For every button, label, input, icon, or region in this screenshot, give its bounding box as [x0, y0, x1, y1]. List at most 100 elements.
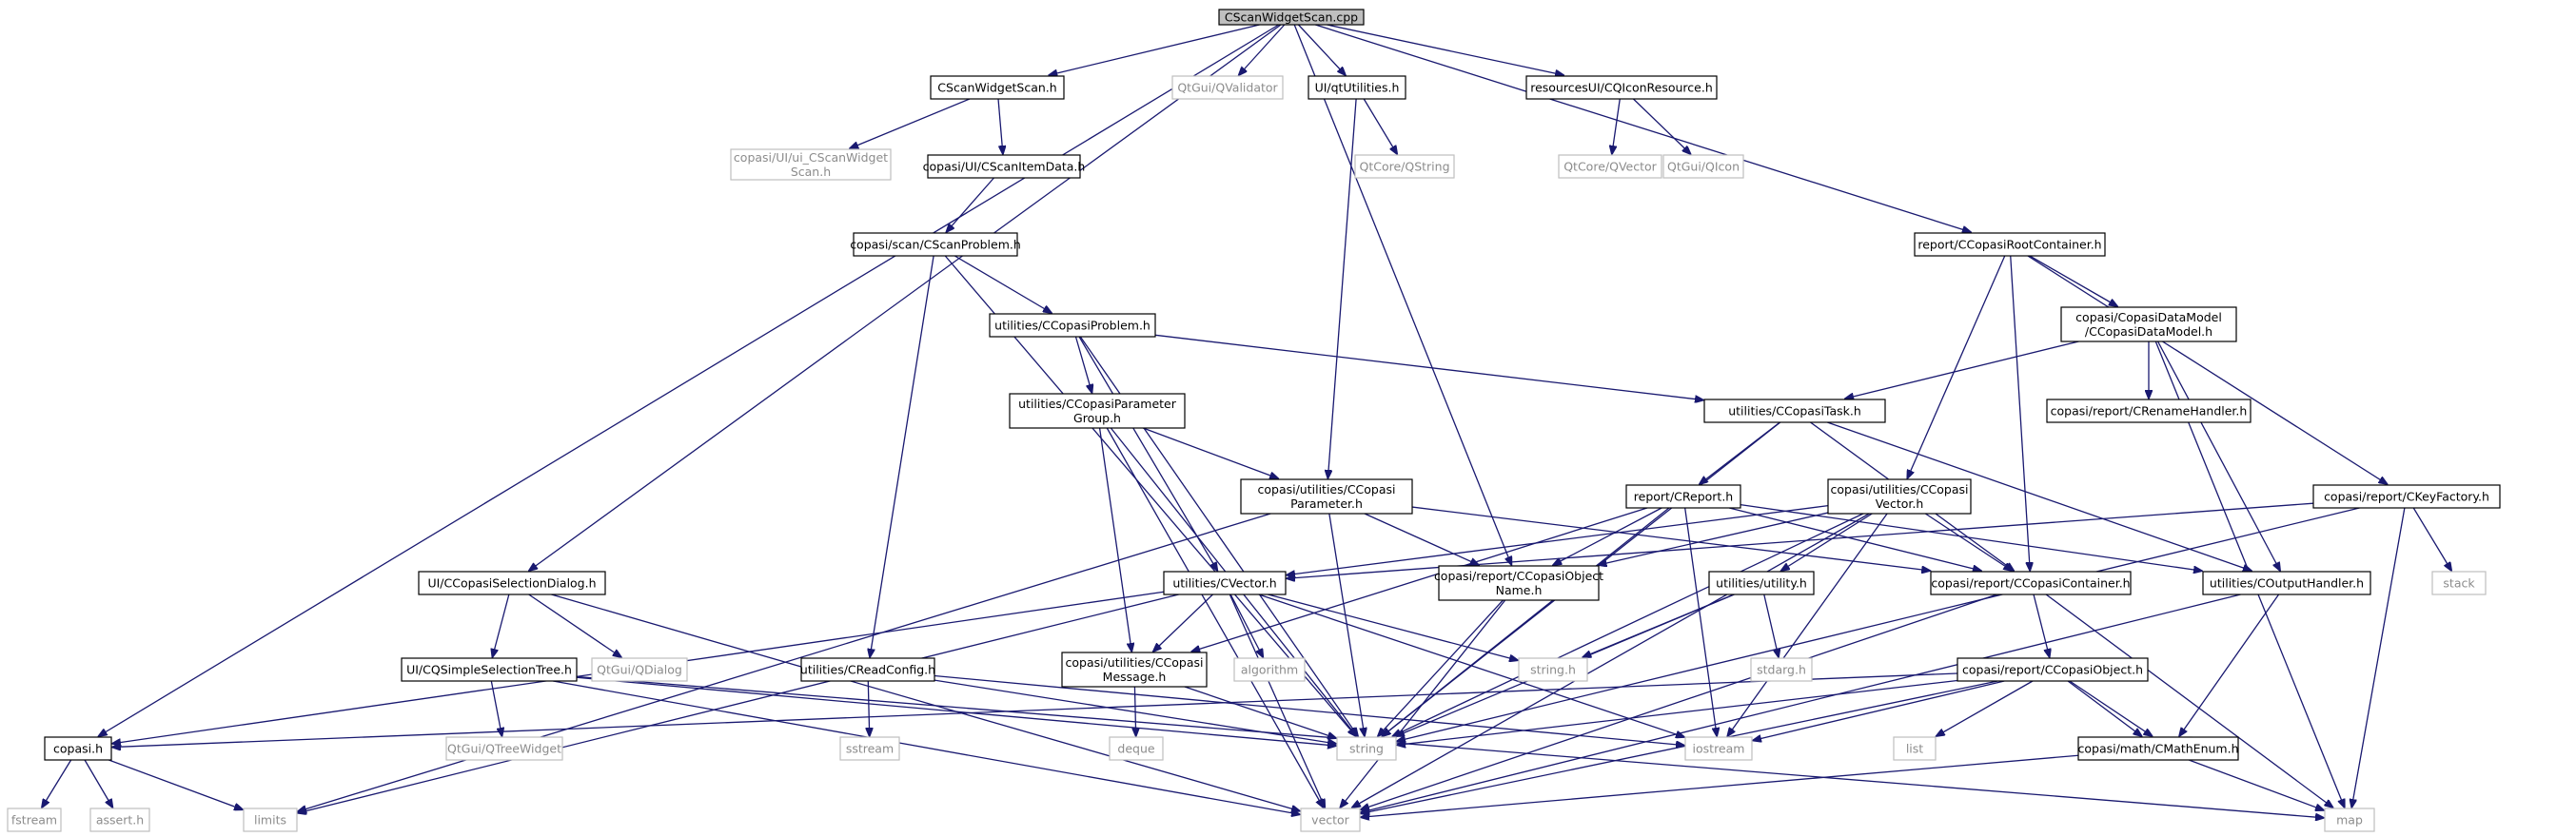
edge-mathenum-to-vector — [1361, 754, 2079, 817]
edge-copasih-to-asserth — [84, 759, 112, 808]
node-outputhandler[interactable]: utilities/COutputHandler.h — [2202, 571, 2371, 595]
node-box — [1240, 478, 1413, 515]
node-box — [730, 148, 892, 181]
edge-ccopasivector-to-iostream — [1727, 513, 1888, 736]
node-label: QtGui/QDialog — [597, 663, 682, 677]
node-label: copasi/scan/CScanProblem.h — [850, 238, 1021, 252]
edge-creport-to-iostream — [1684, 507, 1718, 736]
node-box — [1308, 75, 1406, 100]
node-box — [1300, 808, 1361, 832]
node-selectiondialog[interactable]: UI/CCopasiSelectionDialog.h — [418, 571, 606, 595]
node-readconfig[interactable]: utilities/CReadConfig.h — [800, 657, 935, 682]
node-label: UI/qtUtilities.h — [1315, 81, 1400, 95]
node-utility[interactable]: utilities/utility.h — [1708, 571, 1815, 595]
edge-parameter-to-string — [1328, 513, 1365, 736]
node-deque: deque — [1109, 736, 1164, 761]
node-renamehandler[interactable]: copasi/report/CRenameHandler.h — [2046, 399, 2252, 423]
node-cscanitemdata[interactable]: copasi/UI/CScanItemData.h — [923, 154, 1086, 179]
edge-keyfactory-to-map — [2351, 507, 2406, 808]
edge-root-to-selectiondialog — [529, 24, 1282, 571]
node-box — [1703, 399, 1886, 423]
node-qtutilities[interactable]: UI/qtUtilities.h — [1308, 75, 1406, 100]
edge-cscanwidgetscanh-to-cscanitemdata — [997, 98, 1003, 154]
node-stringh: string.h — [1518, 657, 1588, 682]
node-keyfactory[interactable]: copasi/report/CKeyFactory.h — [2312, 484, 2501, 509]
node-parameter[interactable]: copasi/utilities/CCopasiParameter.h — [1240, 478, 1413, 515]
node-rootcontainer[interactable]: report/CCopasiRootContainer.h — [1914, 232, 2106, 257]
edge-cvector-to-algorithm — [1229, 594, 1263, 657]
node-box — [839, 736, 900, 761]
node-label: limits — [254, 813, 286, 827]
edge-keyfactory-to-string — [1397, 507, 2360, 741]
node-cscanwidgetscanh[interactable]: CScanWidgetScan.h — [930, 75, 1065, 100]
node-box — [1914, 232, 2106, 257]
node-object[interactable]: copasi/report/CCopasiObject.h — [1957, 657, 2149, 682]
edge-simpletree-to-qtreewidget — [490, 680, 501, 736]
node-label: utilities/CCopasiTask.h — [1728, 404, 1861, 418]
edge-root-to-cqiconresource — [1327, 24, 1564, 75]
edge-ccopasivector-to-objectname — [1599, 512, 1829, 565]
node-label: copasi/utilities/CCopasi — [1830, 482, 1968, 496]
node-label: /CCopasiDataModel.h — [2085, 324, 2212, 339]
node-box — [2046, 399, 2252, 423]
node-label: fstream — [11, 813, 57, 827]
node-label: iostream — [1693, 742, 1745, 756]
node-box — [7, 808, 62, 832]
edge-copasih-to-fstream — [42, 759, 72, 808]
edge-ccopasiproblem-to-paramgroup — [1074, 336, 1091, 393]
node-label: report/CCopasiRootContainer.h — [1917, 238, 2101, 252]
node-label: CScanWidgetScan.cpp — [1225, 10, 1358, 25]
node-asserth: assert.h — [89, 808, 150, 832]
edge-mathenum-to-map — [2188, 759, 2324, 810]
node-mathenum[interactable]: copasi/math/CMathEnum.h — [2077, 736, 2239, 761]
node-box — [1009, 393, 1186, 429]
node-cvector[interactable]: utilities/CVector.h — [1163, 571, 1287, 595]
edge-cvector-to-message — [1153, 594, 1213, 652]
node-box — [1171, 75, 1284, 100]
node-box — [1558, 154, 1662, 179]
node-qicon: QtGui/QIcon — [1662, 154, 1744, 179]
node-label: stack — [2443, 576, 2475, 591]
node-creport[interactable]: report/CReport.h — [1625, 484, 1741, 509]
node-box — [2077, 736, 2239, 761]
node-label: copasi/utilities/CCopasi — [1257, 482, 1395, 496]
node-label: QtGui/QTreeWidget — [447, 742, 561, 756]
node-container[interactable]: copasi/report/CCopasiContainer.h — [1930, 571, 2132, 595]
node-box — [1893, 736, 1937, 761]
node-ccopasitask[interactable]: utilities/CCopasiTask.h — [1703, 399, 1886, 423]
node-qdialog: QtGui/QDialog — [591, 657, 688, 682]
node-label: copasi/UI/CScanItemData.h — [923, 160, 1086, 174]
edge-outputhandler-to-vector — [1361, 594, 2241, 812]
edge-ccopasitask-to-outputhandler — [1827, 421, 2252, 571]
node-box — [1438, 565, 1600, 601]
node-box — [1750, 657, 1813, 682]
edge-ccopasivector-to-string — [1392, 513, 1864, 736]
node-box — [44, 736, 112, 761]
node-ccopasiproblem[interactable]: utilities/CCopasiProblem.h — [989, 313, 1156, 338]
edge-message-to-string — [1184, 686, 1336, 738]
node-label: QtCore/QVector — [1563, 160, 1657, 174]
node-cqiconresource[interactable]: resourcesUI/CQIconResource.h — [1525, 75, 1718, 100]
edge-ccopasivector-to-container — [1924, 513, 2012, 571]
node-label: copasi/CopasiDataModel — [2075, 310, 2222, 324]
edge-simpletree-to-map — [576, 675, 2324, 817]
node-cscanproblem[interactable]: copasi/scan/CScanProblem.h — [850, 232, 1021, 257]
edge-object-to-string — [1397, 679, 1958, 746]
edge-datamodel-to-ccopasitask — [1845, 341, 2079, 399]
node-datamodel[interactable]: copasi/CopasiDataModel/CCopasiDataModel.… — [2060, 306, 2237, 342]
node-box — [927, 154, 1081, 179]
node-box — [930, 75, 1065, 100]
node-limits: limits — [243, 808, 298, 832]
node-box — [2312, 484, 2501, 509]
edge-ccopasivector-to-cvector — [1287, 504, 1829, 575]
node-copasih[interactable]: copasi.h — [44, 736, 112, 761]
node-simpletree[interactable]: UI/CQSimpleSelectionTree.h — [401, 657, 578, 682]
edge-datamodel-to-outputhandler — [2157, 341, 2280, 571]
edge-root-to-qtutilities — [1297, 24, 1345, 75]
edge-rootcontainer-to-ccopasivector — [1907, 255, 2006, 478]
node-root[interactable]: CScanWidgetScan.cpp — [1218, 9, 1365, 26]
